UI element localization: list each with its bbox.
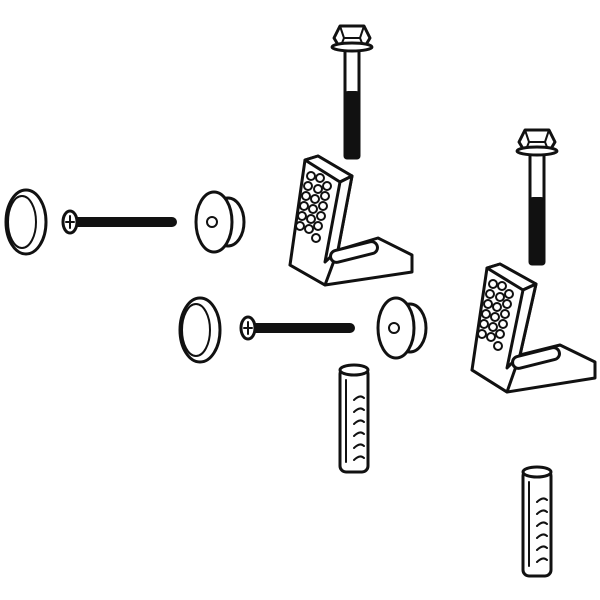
wall-anchor-2	[521, 465, 553, 578]
bracket-hole-pattern	[477, 279, 514, 351]
hex-bolt-1	[330, 24, 374, 160]
hex-bolt-2	[515, 128, 559, 266]
sleeve-bushing-1	[194, 190, 246, 254]
machine-screw-1	[61, 209, 177, 235]
cover-cap-2	[178, 296, 222, 364]
wall-anchor-1	[338, 363, 370, 474]
bolt-thread	[344, 91, 360, 159]
angle-bracket-1	[288, 154, 414, 287]
bolt-thread	[529, 197, 545, 265]
sleeve-bushing-2	[376, 296, 428, 360]
bracket-hole-pattern	[295, 171, 332, 243]
angle-bracket-2	[470, 262, 597, 394]
cover-cap-1	[4, 188, 48, 256]
machine-screw-2	[239, 315, 355, 341]
